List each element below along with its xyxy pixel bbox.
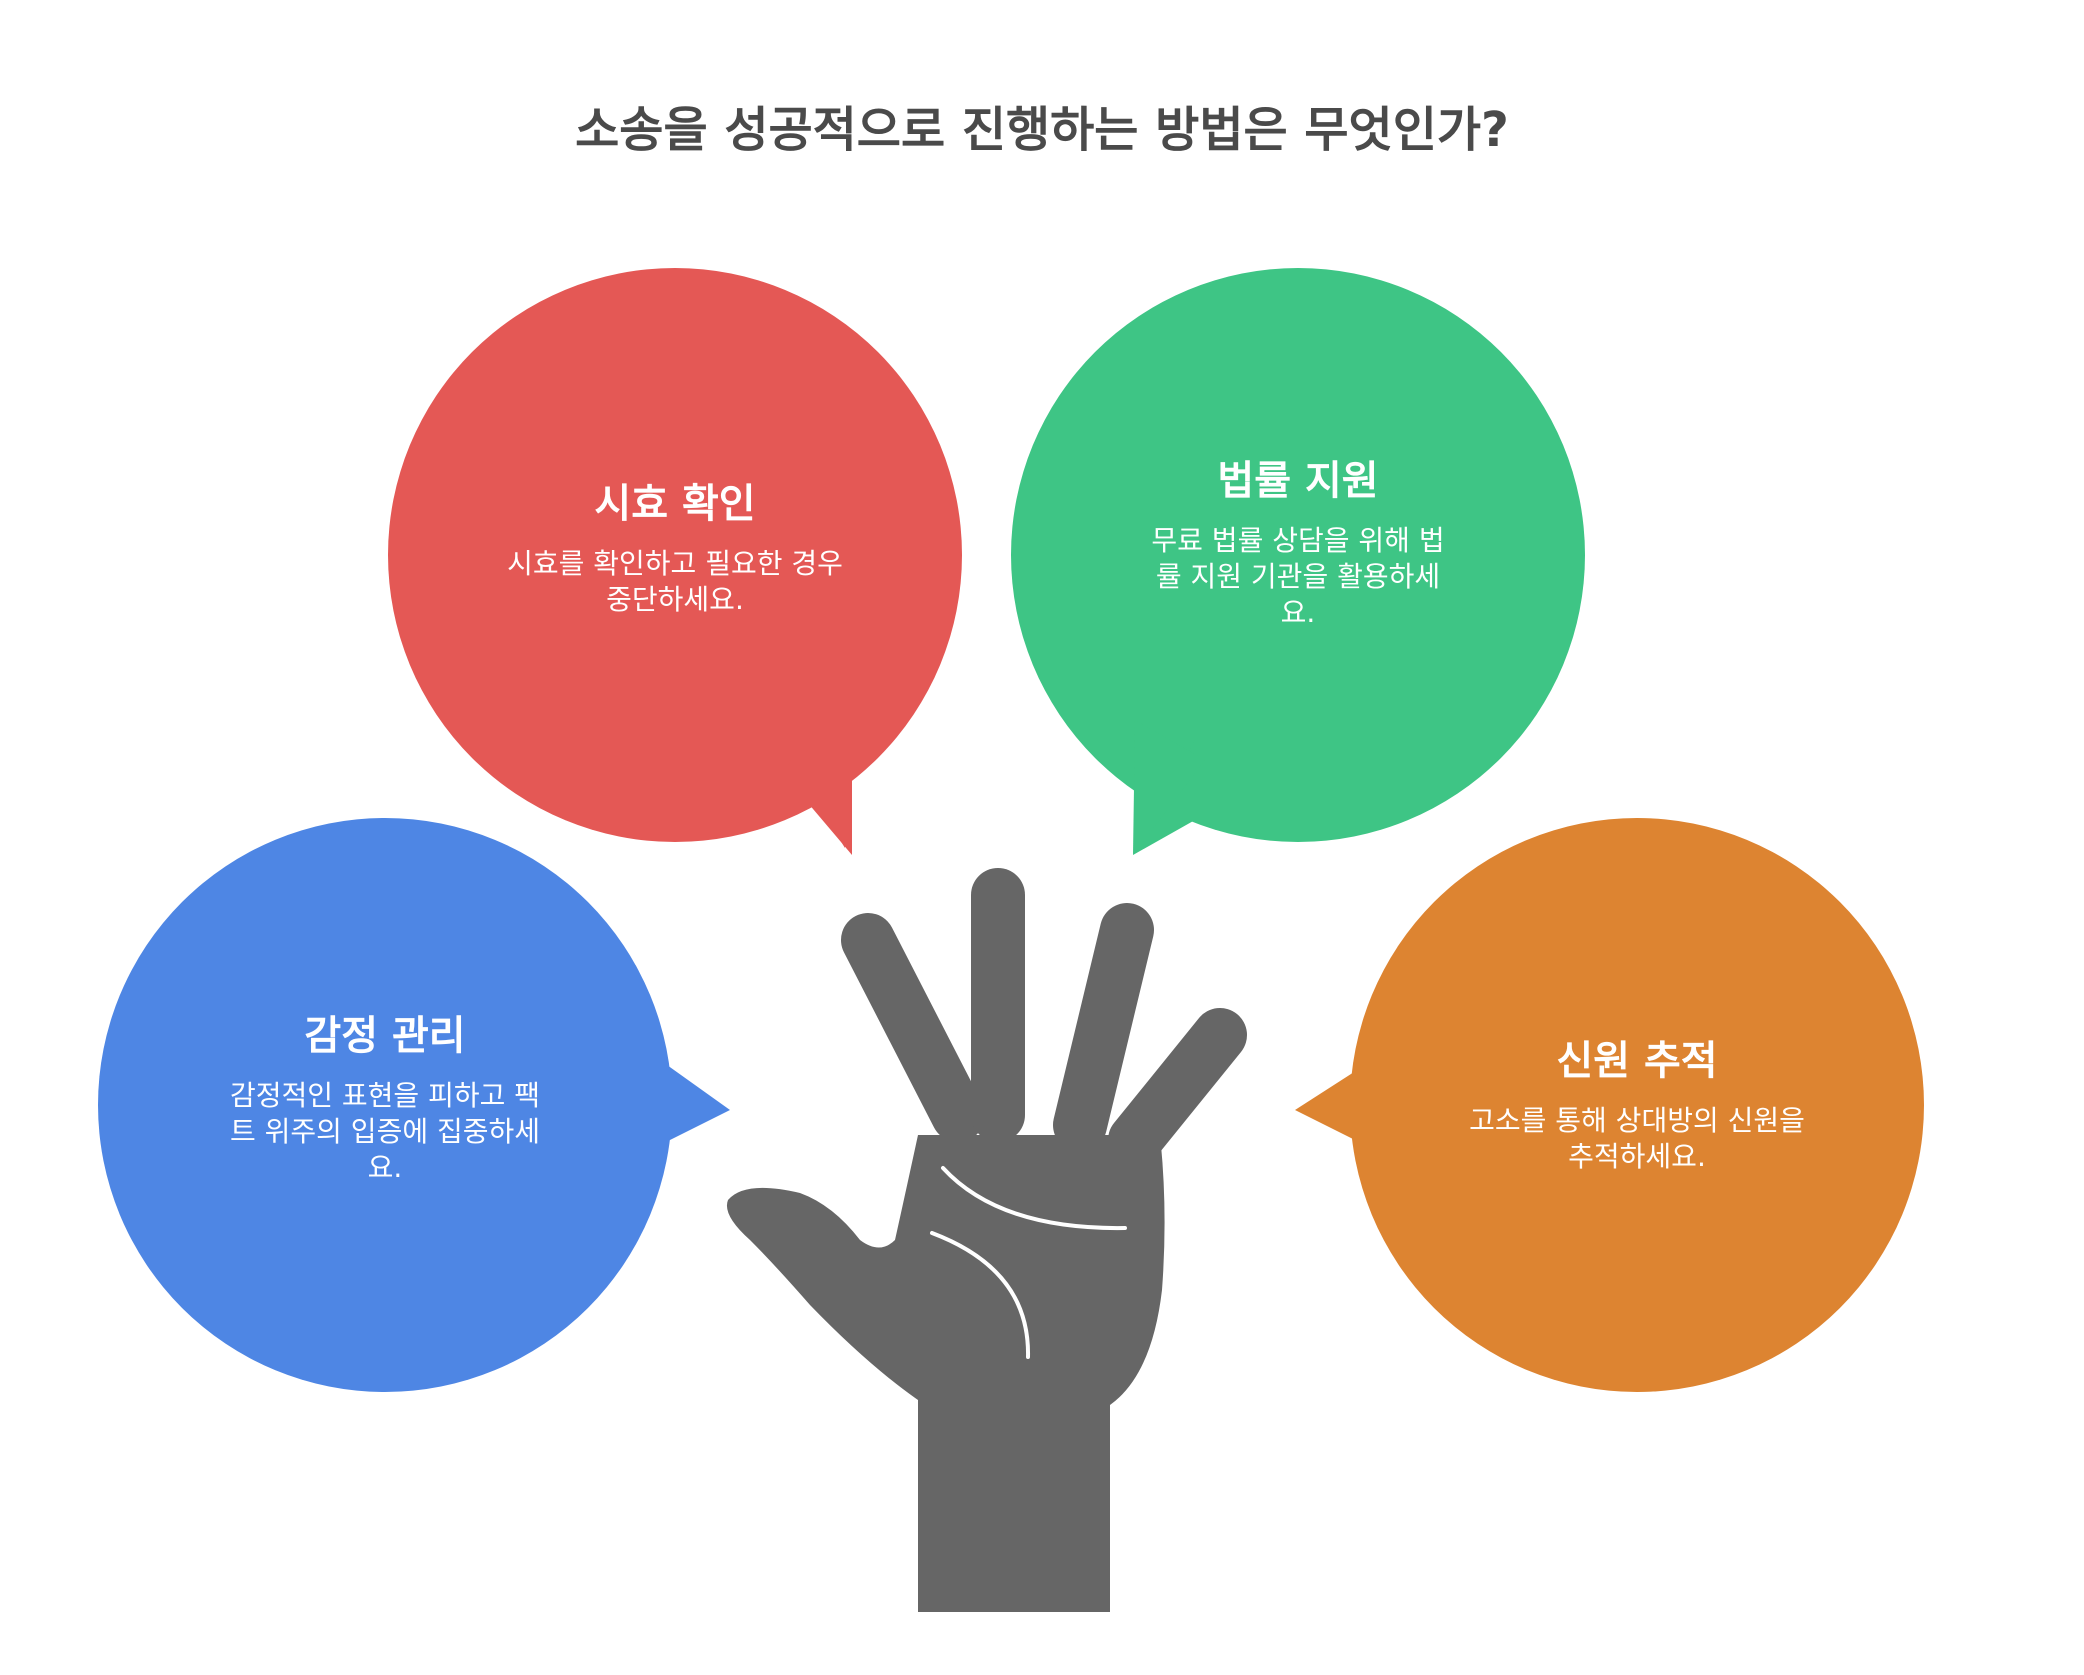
identity-text-block: 신원 추적 고소를 통해 상대방의 신원을 추적하세요.	[1467, 1035, 1807, 1175]
statute-body: 시효를 확인하고 필요한 경우 중단하세요.	[507, 547, 843, 616]
statute-heading: 시효 확인	[594, 481, 756, 527]
emotion-text-block: 감정 관리 감정적인 표현을 피하고 팩트 위주의 입증에 집중하세요.	[218, 1010, 552, 1186]
hand-icon	[726, 868, 1247, 1612]
identity-heading: 신원 추적	[1556, 1038, 1718, 1084]
emotion-heading: 감정 관리	[304, 1013, 466, 1059]
emotion-body: 감정적인 표현을 피하고 팩트 위주의 입증에 집중하세요.	[229, 1079, 541, 1184]
legal-aid-text-block: 법률 지원 무료 법률 상담을 위해 법률 지원 기관을 활용하세요.	[1143, 455, 1453, 631]
bubble-statute	[388, 268, 962, 855]
bubble-emotion	[98, 818, 730, 1392]
legal-aid-body: 무료 법률 상담을 위해 법률 지원 기관을 활용하세요.	[1151, 524, 1445, 629]
identity-body: 고소를 통해 상대방의 신원을 추적하세요.	[1469, 1104, 1805, 1173]
bubble-legal-aid	[1011, 268, 1585, 855]
bubble-identity	[1295, 818, 1924, 1392]
statute-text-block: 시효 확인 시효를 확인하고 필요한 경우 중단하세요.	[500, 478, 850, 618]
page-title: 소송을 성공적으로 진행하는 방법은 무엇인가?	[575, 102, 1509, 158]
legal-aid-heading: 법률 지원	[1217, 458, 1379, 504]
